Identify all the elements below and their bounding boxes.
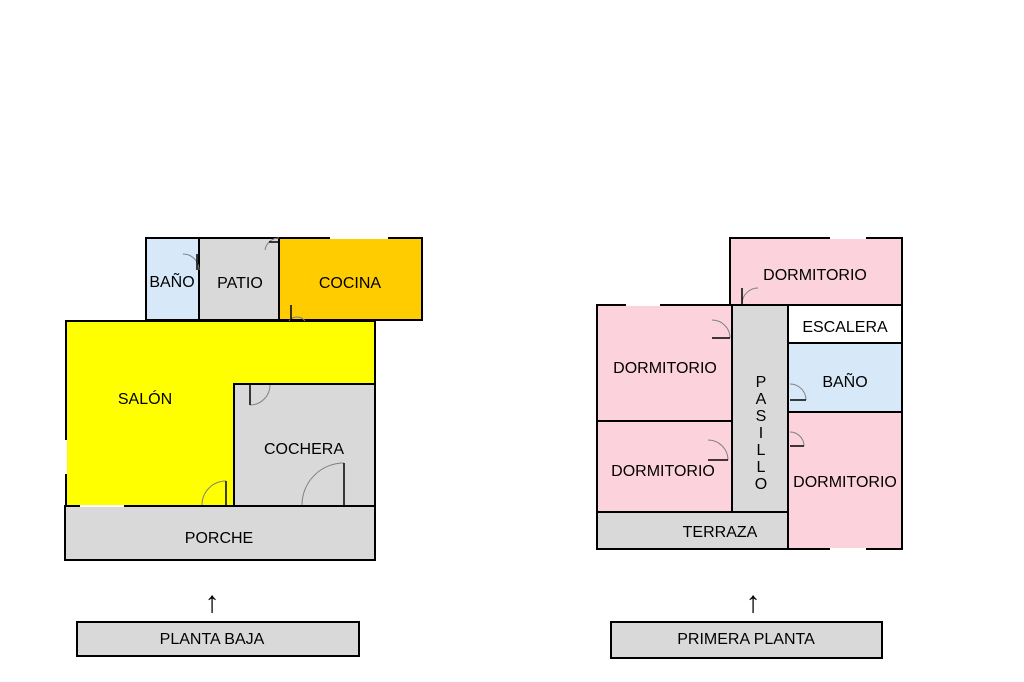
label-pasillo-letter: L bbox=[757, 459, 766, 476]
label-pasillo-letter: O bbox=[755, 476, 767, 493]
first-floor-plan: DORMITORIO ESCALERA BAÑO DORMITORIO DORM… bbox=[596, 237, 903, 659]
ground-floor-plan: BAÑO PATIO COCINA SALÓN COCHERA PORCHE ↑… bbox=[64, 237, 423, 657]
label-dormitorio-top: DORMITORIO bbox=[763, 267, 867, 284]
door-cochera-salon bbox=[249, 384, 271, 406]
room-terraza bbox=[596, 511, 789, 550]
label-pasillo: P A S I L L O bbox=[755, 374, 767, 493]
door-garage bbox=[301, 462, 345, 506]
label-dormitorio-left-upper: DORMITORIO bbox=[613, 360, 717, 377]
label-cochera: COCHERA bbox=[264, 441, 344, 458]
entrance-arrow-icon: ↑ bbox=[746, 586, 761, 619]
door-bano-first bbox=[789, 383, 807, 401]
label-pasillo-letter: P bbox=[756, 374, 767, 391]
label-escalera: ESCALERA bbox=[802, 319, 888, 336]
label-patio: PATIO bbox=[217, 275, 263, 292]
room-dormitorio-left-lower bbox=[596, 420, 733, 513]
door-salon-porche bbox=[201, 480, 227, 506]
label-bano-ground: BAÑO bbox=[149, 271, 194, 291]
room-dormitorio-left-upper bbox=[596, 304, 733, 422]
room-dormitorio-top bbox=[729, 237, 903, 306]
room-dormitorio-right bbox=[787, 411, 903, 550]
label-terraza: TERRAZA bbox=[683, 524, 758, 541]
door-cocina bbox=[288, 316, 306, 322]
label-pasillo-letter: I bbox=[759, 425, 763, 442]
room-escalera bbox=[787, 304, 903, 344]
door-dormitorio-left-lower bbox=[707, 439, 729, 461]
caption-box-primera-planta bbox=[610, 621, 883, 659]
label-cocina: COCINA bbox=[319, 275, 382, 292]
label-pasillo-letter: S bbox=[756, 408, 767, 425]
door-dormitorio-right bbox=[789, 431, 805, 447]
caption-planta-baja: PLANTA BAJA bbox=[160, 631, 265, 648]
label-porche: PORCHE bbox=[185, 530, 253, 547]
label-pasillo-letter: L bbox=[757, 442, 766, 459]
label-dormitorio-right: DORMITORIO bbox=[793, 474, 897, 491]
door-bano bbox=[182, 253, 200, 271]
room-patio bbox=[198, 237, 280, 321]
room-cochera bbox=[233, 383, 376, 507]
room-bano-ground bbox=[145, 237, 200, 321]
caption-primera-planta: PRIMERA PLANTA bbox=[677, 631, 815, 648]
label-pasillo-letter: A bbox=[756, 391, 767, 408]
caption-box-planta-baja bbox=[76, 621, 360, 657]
room-porche bbox=[64, 505, 376, 561]
entrance-arrow-icon: ↑ bbox=[205, 586, 220, 619]
label-bano-first: BAÑO bbox=[822, 371, 867, 391]
door-dormitorio-left-upper bbox=[711, 319, 731, 339]
label-salon: SALÓN bbox=[118, 389, 172, 408]
label-dormitorio-left-lower: DORMITORIO bbox=[611, 463, 715, 480]
